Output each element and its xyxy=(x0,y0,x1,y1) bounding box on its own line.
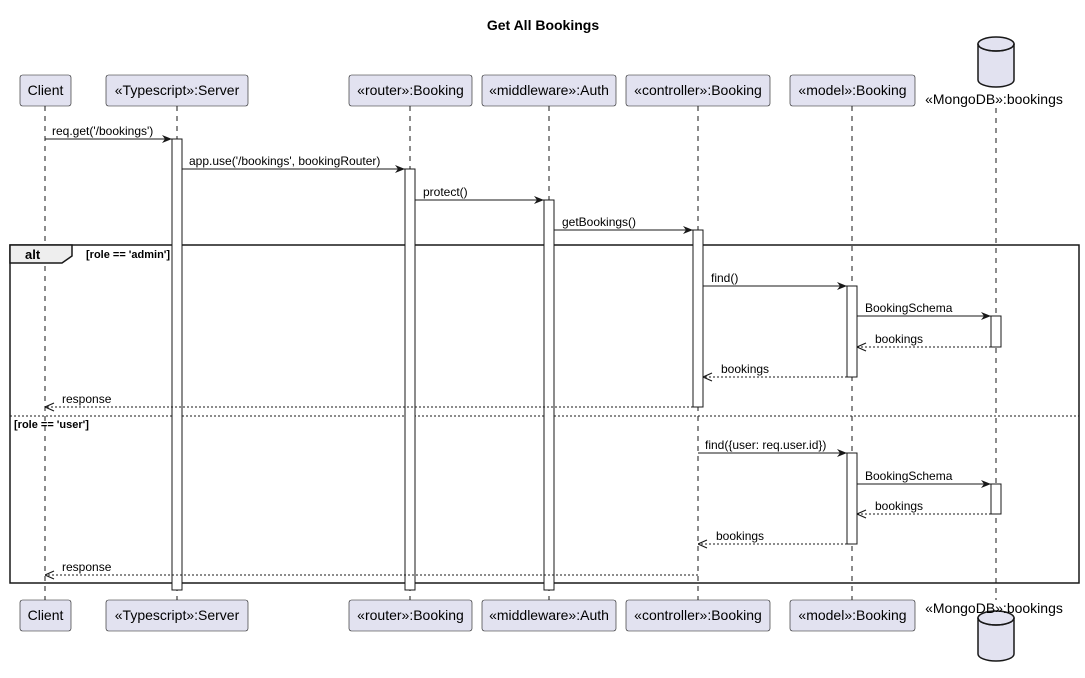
participant-label-db: «MongoDB»:bookings xyxy=(925,91,1063,107)
participant-box-router xyxy=(348,599,473,632)
activation-db xyxy=(990,483,1002,515)
activation-controller xyxy=(692,229,704,408)
messages: req.get('/bookings') app.use('/bookings',… xyxy=(45,124,991,575)
participant-label-controller: «controller»:Booking xyxy=(634,82,762,98)
participant-box-model xyxy=(789,74,916,107)
participant-label-client: Client xyxy=(28,607,64,623)
message-label: bookings xyxy=(716,529,764,543)
message-label: response xyxy=(62,560,112,574)
message-label: BookingSchema xyxy=(865,301,953,315)
participant-label-model: «model»:Booking xyxy=(798,607,906,623)
participant-box-router xyxy=(348,74,473,107)
participant-box-server xyxy=(105,599,249,632)
participant-box-model xyxy=(789,599,916,632)
participant-label-model: «model»:Booking xyxy=(798,82,906,98)
activation-router xyxy=(404,168,416,591)
activation-model xyxy=(846,452,858,545)
guard-admin: [role == 'admin'] xyxy=(86,249,170,261)
diagram-title: Get All Bookings xyxy=(487,17,599,33)
participant-label-server: «Typescript»:Server xyxy=(115,607,240,623)
activations xyxy=(171,138,1002,591)
message-label: bookings xyxy=(721,362,769,376)
participant-label-auth: «middleware»:Auth xyxy=(489,607,609,623)
participant-label-client: Client xyxy=(28,82,64,98)
message-label: response xyxy=(62,392,112,406)
message-label: bookings xyxy=(875,499,923,513)
message-label: BookingSchema xyxy=(865,469,953,483)
message-label: getBookings() xyxy=(562,215,636,229)
message-label: app.use('/bookings', bookingRouter) xyxy=(189,154,380,168)
participant-label-auth: «middleware»:Auth xyxy=(489,82,609,98)
participants-bottom: Client «Typescript»:Server «router»:Bookin… xyxy=(19,599,1063,662)
activation-model xyxy=(846,285,858,378)
activation-server xyxy=(171,138,183,591)
message-label: find({user: req.user.id}) xyxy=(705,438,826,452)
database-icon xyxy=(977,36,1015,88)
participant-box-controller xyxy=(625,74,771,107)
message-label: bookings xyxy=(875,332,923,346)
activation-auth xyxy=(543,199,555,591)
participant-box-auth xyxy=(481,74,617,107)
participants-top: Client «Typescript»:Server «router»:Bookin… xyxy=(19,36,1063,107)
participant-label-router: «router»:Booking xyxy=(357,607,464,623)
participant-label-server: «Typescript»:Server xyxy=(115,82,240,98)
participant-box-client xyxy=(19,74,72,107)
message-label: req.get('/bookings') xyxy=(52,124,153,138)
participant-box-controller xyxy=(625,599,771,632)
guard-user: [role == 'user'] xyxy=(14,419,89,431)
alt-tab xyxy=(9,244,73,264)
alt-label: alt xyxy=(25,247,41,262)
database-icon xyxy=(977,610,1015,662)
participant-label-controller: «controller»:Booking xyxy=(634,607,762,623)
participant-label-router: «router»:Booking xyxy=(357,82,464,98)
participant-box-client xyxy=(19,599,72,632)
participant-label-db: «MongoDB»:bookings xyxy=(925,600,1063,616)
participant-box-server xyxy=(105,74,249,107)
activation-db xyxy=(990,315,1002,348)
message-label: find() xyxy=(711,271,738,285)
message-label: protect() xyxy=(423,185,468,199)
participant-box-auth xyxy=(481,599,617,632)
